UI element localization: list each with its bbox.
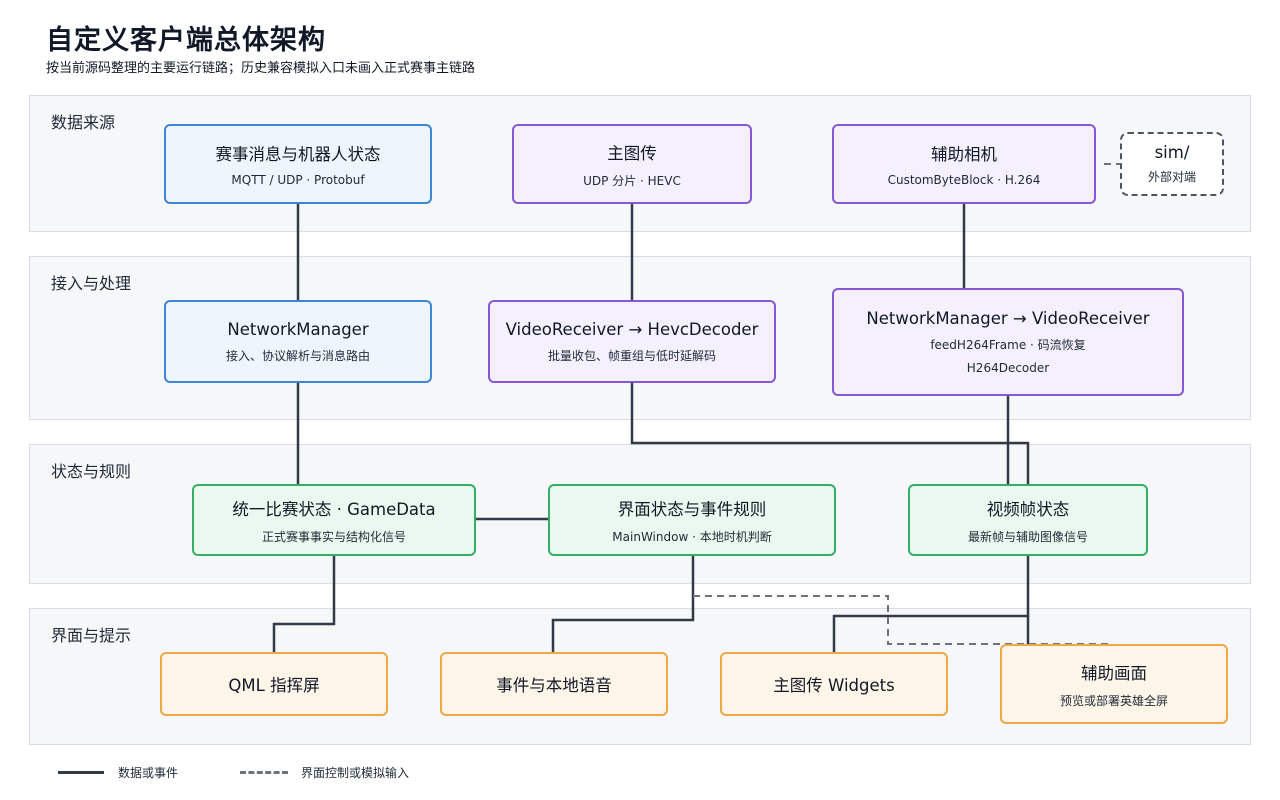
node-main-video: 主图传 UDP 分片 · HEVC [512,124,752,204]
node-aux-camera: 辅助相机 CustomByteBlock · H.264 [832,124,1096,204]
node-title: VideoReceiver → HevcDecoder [505,319,759,339]
node-subtitle: 接入、协议解析与消息路由 [225,348,370,363]
node-title: 主图传 Widgets [773,676,895,695]
node-title: sim/ [1154,143,1190,162]
node-title: 视频帧状态 [986,499,1070,519]
node-title: QML 指挥屏 [228,676,320,695]
page-subtitle: 按当前源码整理的主要运行链路；历史兼容模拟入口未画入正式赛事主链路 [46,61,476,76]
node-match-messages: 赛事消息与机器人状态 MQTT / UDP · Protobuf [164,124,432,204]
band-label-ingest: 接入与处理 [51,274,132,293]
node-title: 赛事消息与机器人状态 [215,145,381,164]
node-network-manager: NetworkManager 接入、协议解析与消息路由 [164,300,432,383]
node-subtitle: 正式赛事事实与结构化信号 [261,529,406,544]
node-subtitle-2: H264Decoder [966,361,1050,375]
wire-uistate-to-voice [551,556,695,652]
node-subtitle: UDP 分片 · HEVC [583,173,681,188]
node-title: 辅助画面 [1081,663,1147,683]
node-qml-screen: QML 指挥屏 [160,652,388,716]
node-game-data: 统一比赛状态 · GameData 正式赛事事实与结构化信号 [192,484,476,556]
band-label-state: 状态与规则 [51,462,132,481]
node-title: 主图传 [607,143,657,163]
node-title: 统一比赛状态 · GameData [232,499,436,519]
node-subtitle: 批量收包、帧重组与低时延解码 [547,348,716,363]
node-title: NetworkManager → VideoReceiver [866,309,1150,328]
node-aux-view: 辅助画面 预览或部署英雄全屏 [1000,644,1228,724]
node-video-receiver: VideoReceiver → HevcDecoder 批量收包、帧重组与低时延… [488,300,776,383]
page-title: 自定义客户端总体架构 [46,25,326,56]
node-title: 界面状态与事件规则 [617,499,767,519]
wire-frame-to-widgets [832,556,1030,652]
node-widgets: 主图传 Widgets [720,652,948,716]
legend-dashed-line [240,771,288,774]
legend-solid-line [58,771,104,774]
node-title: 事件与本地语音 [496,676,612,695]
band-label-source: 数据来源 [51,113,116,132]
wire-recv-to-frame [630,383,1030,484]
node-subtitle: feedH264Frame · 码流恢复 [930,338,1086,352]
wire-game-to-qml [272,556,336,652]
node-title: 辅助相机 [931,145,997,164]
node-frame-state: 视频帧状态 最新帧与辅助图像信号 [908,484,1148,556]
node-title: NetworkManager [227,319,369,339]
node-subtitle: 最新帧与辅助图像信号 [967,529,1088,544]
node-sim: sim/ 外部对端 [1120,132,1224,196]
node-subtitle: CustomByteBlock · H.264 [887,173,1041,187]
node-voice: 事件与本地语音 [440,652,668,716]
wire-dashed-control [693,595,1112,645]
node-subtitle: 预览或部署英雄全屏 [1059,693,1168,708]
node-aux-pipeline: NetworkManager → VideoReceiver feedH264F… [832,288,1184,396]
node-ui-state: 界面状态与事件规则 MainWindow · 本地时机判断 [548,484,836,556]
legend-dashed-label: 界面控制或模拟输入 [301,766,410,780]
legend-solid-label: 数据或事件 [118,766,179,780]
node-subtitle: MainWindow · 本地时机判断 [612,529,772,544]
node-subtitle: MQTT / UDP · Protobuf [231,173,365,187]
node-subtitle: 外部对端 [1147,170,1196,184]
band-label-ui: 界面与提示 [51,626,132,645]
